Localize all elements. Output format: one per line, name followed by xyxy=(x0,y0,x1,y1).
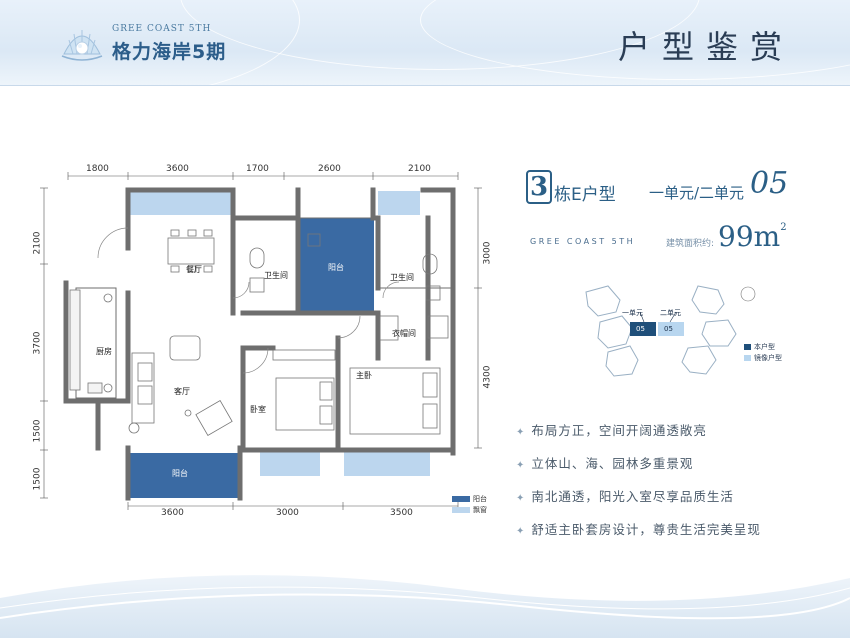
unit-units: 一单元/二单元 xyxy=(649,184,745,202)
keyplan-legend-this-unit-label: 本户型 xyxy=(754,343,775,351)
dim-left-4: 1500 xyxy=(32,467,43,491)
room-closet: 衣帽间 xyxy=(392,329,416,338)
dim-top-1: 1800 xyxy=(86,164,109,174)
keyplan-unit2-code: 05 xyxy=(664,325,673,333)
room-balcony-bottom: 阳台 xyxy=(172,469,188,478)
dim-bottom-3: 3500 xyxy=(390,508,413,518)
north-compass-icon xyxy=(740,286,756,302)
dim-bottom-2: 3000 xyxy=(276,508,299,518)
room-kitchen: 厨房 xyxy=(96,347,112,356)
area-superscript: 2 xyxy=(780,222,787,233)
area-value: 99m2 xyxy=(718,220,787,253)
page-title: 户型鉴赏 xyxy=(617,28,794,66)
building-number: 3 xyxy=(526,170,552,204)
room-dining: 餐厅 xyxy=(186,265,202,274)
logo-english-name: GREE COAST 5TH xyxy=(112,24,212,34)
feature-text: 南北通透，阳光入室尽享品质生活 xyxy=(531,489,734,504)
footer-wave-decoration xyxy=(0,575,850,638)
bullet-icon: ✦ xyxy=(516,526,526,537)
unit-type: 栋E户型 xyxy=(554,185,616,205)
plan-legend-balcony: 阳台 xyxy=(452,494,487,504)
logo-chinese-name: 格力海岸5期 xyxy=(112,41,227,63)
plan-legend-bay-window-label: 飘窗 xyxy=(473,506,487,514)
pearl-shell-icon xyxy=(61,30,103,61)
room-bedroom: 卧室 xyxy=(250,405,266,414)
dim-bottom-1: 3600 xyxy=(161,508,184,518)
this-unit-swatch xyxy=(744,344,751,350)
feature-item: ✦ 舒适主卧套房设计，尊贵生活完美呈现 xyxy=(516,519,761,538)
dim-top-5: 2100 xyxy=(408,164,431,174)
brand-logo: GREE COAST 5TH 格力海岸5期 xyxy=(60,14,260,72)
header-banner: GREE COAST 5TH 格力海岸5期 户型鉴赏 xyxy=(0,0,850,86)
keyplan-legend-this-unit: 本户型 xyxy=(744,342,775,352)
room-bath-1: 卫生间 xyxy=(264,271,288,280)
floor-plan: 1800 3600 1700 2600 2100 3600 3000 3500 … xyxy=(28,158,500,520)
keyplan-legend-mirror-unit: 镜像户型 xyxy=(744,353,782,363)
room-balcony-mid: 阳台 xyxy=(328,263,344,272)
keyplan-legend-mirror-unit-label: 镜像户型 xyxy=(754,354,782,362)
key-plan-drawing xyxy=(585,285,756,377)
floor-plan-drawing xyxy=(40,172,482,510)
room-master-bedroom: 主卧 xyxy=(356,371,372,380)
dim-top-2: 3600 xyxy=(166,164,189,174)
plan-legend-bay-window: 飘窗 xyxy=(452,505,487,515)
keyplan-unit2-label: 二单元 xyxy=(660,309,681,317)
bay-window-swatch xyxy=(452,507,470,513)
bullet-icon: ✦ xyxy=(516,427,526,438)
unit-code: 05 xyxy=(750,166,789,201)
bullet-icon: ✦ xyxy=(516,493,526,504)
keyplan-unit1-label: 一单元 xyxy=(622,309,643,317)
balcony-swatch xyxy=(452,496,470,502)
dim-left-2: 3700 xyxy=(32,331,43,355)
feature-item: ✦ 布局方正，空间开阔通透敞亮 xyxy=(516,420,707,439)
bullet-icon: ✦ xyxy=(516,460,526,471)
key-plan: 一单元 二单元 05 05 xyxy=(578,282,778,378)
room-living: 客厅 xyxy=(174,387,190,396)
plan-legend-balcony-label: 阳台 xyxy=(473,495,487,503)
dim-left-3: 1500 xyxy=(32,419,43,443)
dim-right-2: 4300 xyxy=(482,365,493,389)
area-label: 建筑面积约: xyxy=(666,239,715,249)
dim-top-3: 1700 xyxy=(246,164,269,174)
feature-text: 布局方正，空间开阔通透敞亮 xyxy=(531,423,707,438)
mirror-unit-swatch xyxy=(744,355,751,361)
feature-text: 舒适主卧套房设计，尊贵生活完美呈现 xyxy=(531,522,761,537)
dim-right-1: 3000 xyxy=(482,241,493,265)
area-number: 99m xyxy=(718,220,781,253)
feature-item: ✦ 立体山、海、园林多重景观 xyxy=(516,453,693,472)
dim-top-4: 2600 xyxy=(318,164,341,174)
feature-item: ✦ 南北通透，阳光入室尽享品质生活 xyxy=(516,486,734,505)
unit-subtitle-english: GREE COAST 5TH xyxy=(530,237,636,246)
dim-left-1: 2100 xyxy=(32,231,43,255)
feature-text: 立体山、海、园林多重景观 xyxy=(531,456,694,471)
keyplan-unit1-code: 05 xyxy=(636,325,645,333)
room-bath-2: 卫生间 xyxy=(390,273,414,282)
